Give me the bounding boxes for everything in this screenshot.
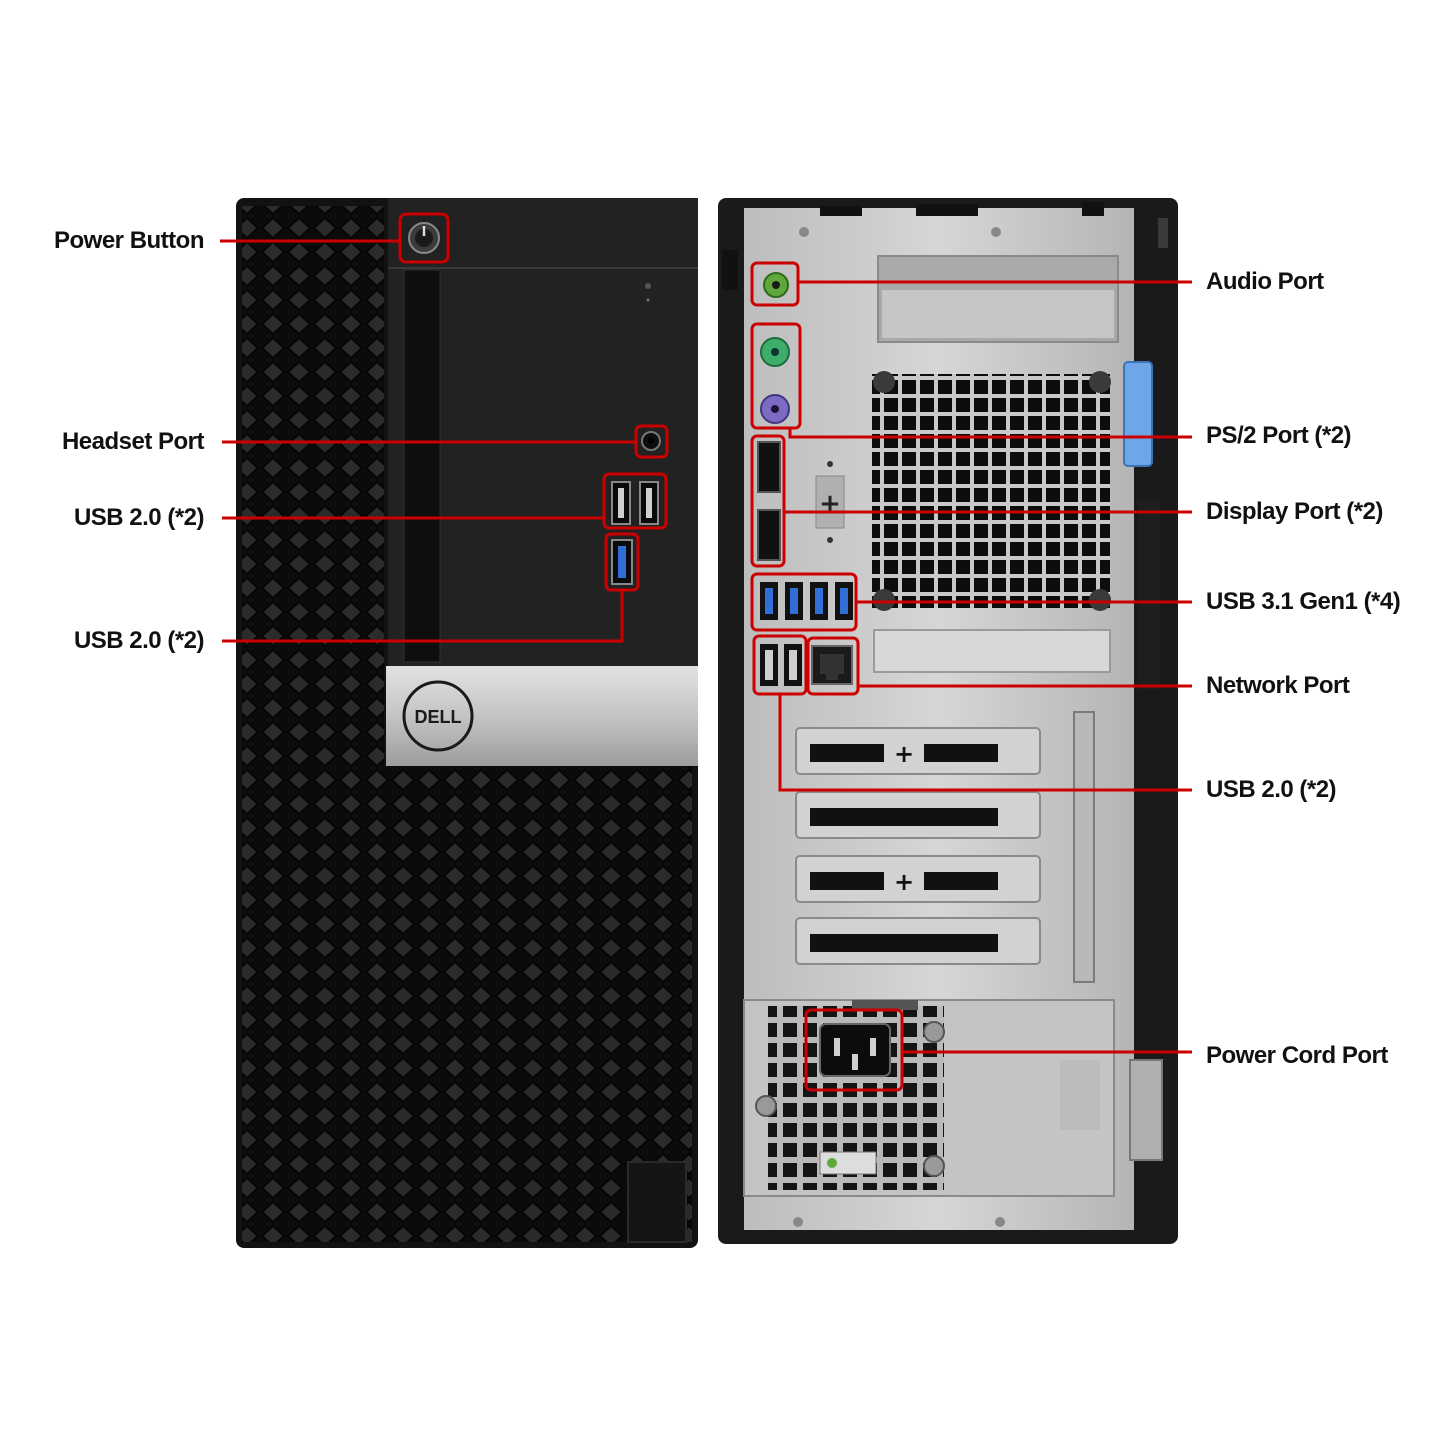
optical-drive-slot bbox=[403, 269, 441, 663]
network-port[interactable] bbox=[811, 645, 853, 685]
label-network-port: Network Port bbox=[1206, 672, 1350, 699]
display-ports[interactable] bbox=[757, 441, 781, 561]
front-usb-blue-port[interactable] bbox=[611, 539, 633, 585]
label-ps2-port: PS/2 Port (*2) bbox=[1206, 422, 1352, 449]
headset-port[interactable] bbox=[641, 431, 661, 451]
dell-logo-text: DELL bbox=[415, 707, 462, 727]
front-mesh-lower bbox=[242, 766, 692, 1242]
usb31-gen1-ports[interactable] bbox=[760, 582, 853, 620]
expansion-slots: + + bbox=[795, 711, 1095, 983]
power-button-callout-box bbox=[398, 212, 450, 264]
label-usb31: USB 3.1 Gen1 (*4) bbox=[1206, 588, 1401, 615]
network-callout-box bbox=[806, 636, 860, 696]
callout-line-usb20-rear bbox=[778, 694, 1192, 792]
power-cord-callout-box bbox=[804, 1008, 904, 1092]
front-mesh-upper-left bbox=[242, 206, 384, 766]
display-port-callout-box bbox=[750, 434, 786, 568]
label-headset-port: Headset Port bbox=[61, 428, 205, 455]
label-usb20-front-bottom: USB 2.0 (*2) bbox=[73, 627, 205, 654]
front-usb20-ports[interactable] bbox=[611, 481, 659, 525]
side-panel-latch[interactable] bbox=[1123, 361, 1153, 467]
power-cord-port[interactable] bbox=[819, 1023, 891, 1077]
front-foot-plate bbox=[627, 1161, 687, 1243]
ps2-ports[interactable] bbox=[760, 337, 790, 424]
label-power-cord-port: Power Cord Port bbox=[1206, 1042, 1388, 1069]
audio-port-callout-box bbox=[750, 261, 800, 307]
svg-text:+: + bbox=[894, 740, 914, 768]
dell-logo: DELL bbox=[402, 680, 474, 752]
front-usb20-callout-box bbox=[602, 472, 668, 530]
drive-activity-icon bbox=[645, 283, 651, 289]
label-display-port: Display Port (*2) bbox=[1206, 498, 1383, 525]
ps2-callout-box bbox=[750, 322, 802, 430]
callout-line-ps2 bbox=[788, 428, 1192, 439]
rear-audio-port[interactable] bbox=[763, 272, 789, 298]
callout-line-usb20-front-bottom bbox=[222, 590, 624, 643]
rear-usb20-ports[interactable] bbox=[760, 644, 802, 686]
label-audio-port: Audio Port bbox=[1206, 268, 1324, 295]
callout-lines bbox=[220, 239, 1192, 1054]
label-usb20-front-top: USB 2.0 (*2) bbox=[73, 504, 205, 531]
rear-view-tower: + + bbox=[718, 198, 1178, 1244]
power-button[interactable] bbox=[408, 222, 440, 254]
svg-text:+: + bbox=[894, 868, 914, 896]
rear-fan-grille bbox=[872, 374, 1110, 608]
front-view-tower: DELL bbox=[236, 198, 698, 1248]
label-usb20-rear: USB 2.0 (*2) bbox=[1206, 776, 1337, 803]
label-power-button: Power Button bbox=[54, 227, 205, 254]
svg-text:+: + bbox=[819, 489, 841, 519]
